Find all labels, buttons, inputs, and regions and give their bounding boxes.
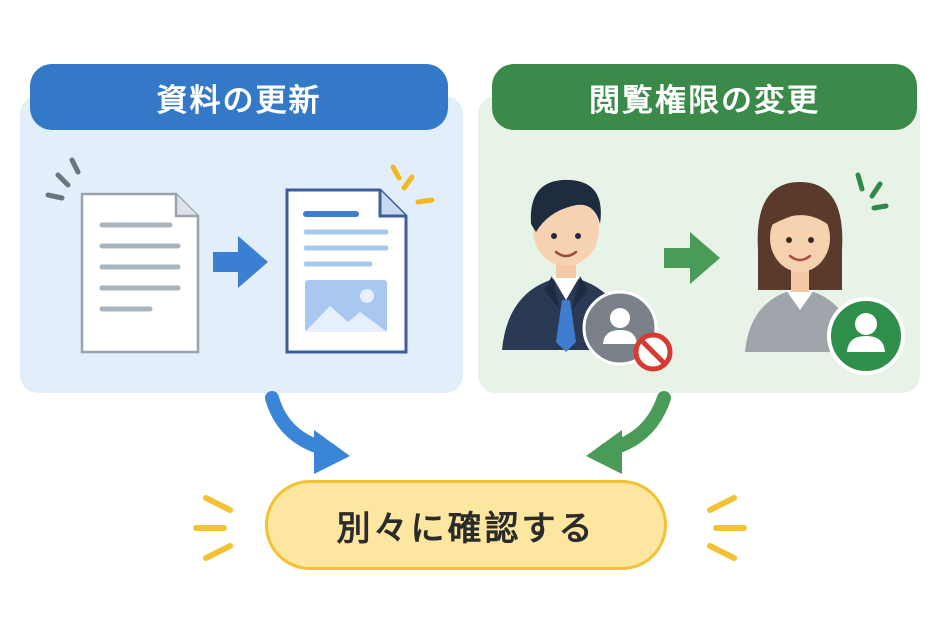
plain-document-icon [80,192,200,354]
document-new-sparkle-icon [390,164,435,205]
result-label: 別々に確認する [336,508,596,549]
updated-document-icon [285,188,408,354]
user-allowed-icon [827,297,905,375]
user-blocked-icon [582,290,673,372]
permission-arrow-icon [664,232,720,284]
right-to-result-arrow [586,391,671,474]
to-person-sparkle-icon [855,172,889,211]
permission-change-title: 閲覧権限の変更 [492,64,917,130]
left-to-result-arrow [265,391,350,474]
document-old-sparkle-icon [45,157,81,201]
check-separately-result: 別々に確認する [265,480,667,570]
document-arrow-icon [213,236,268,288]
document-update-title: 資料の更新 [30,64,448,130]
result-right-rays-icon [707,495,747,561]
result-left-rays-icon [193,495,233,561]
